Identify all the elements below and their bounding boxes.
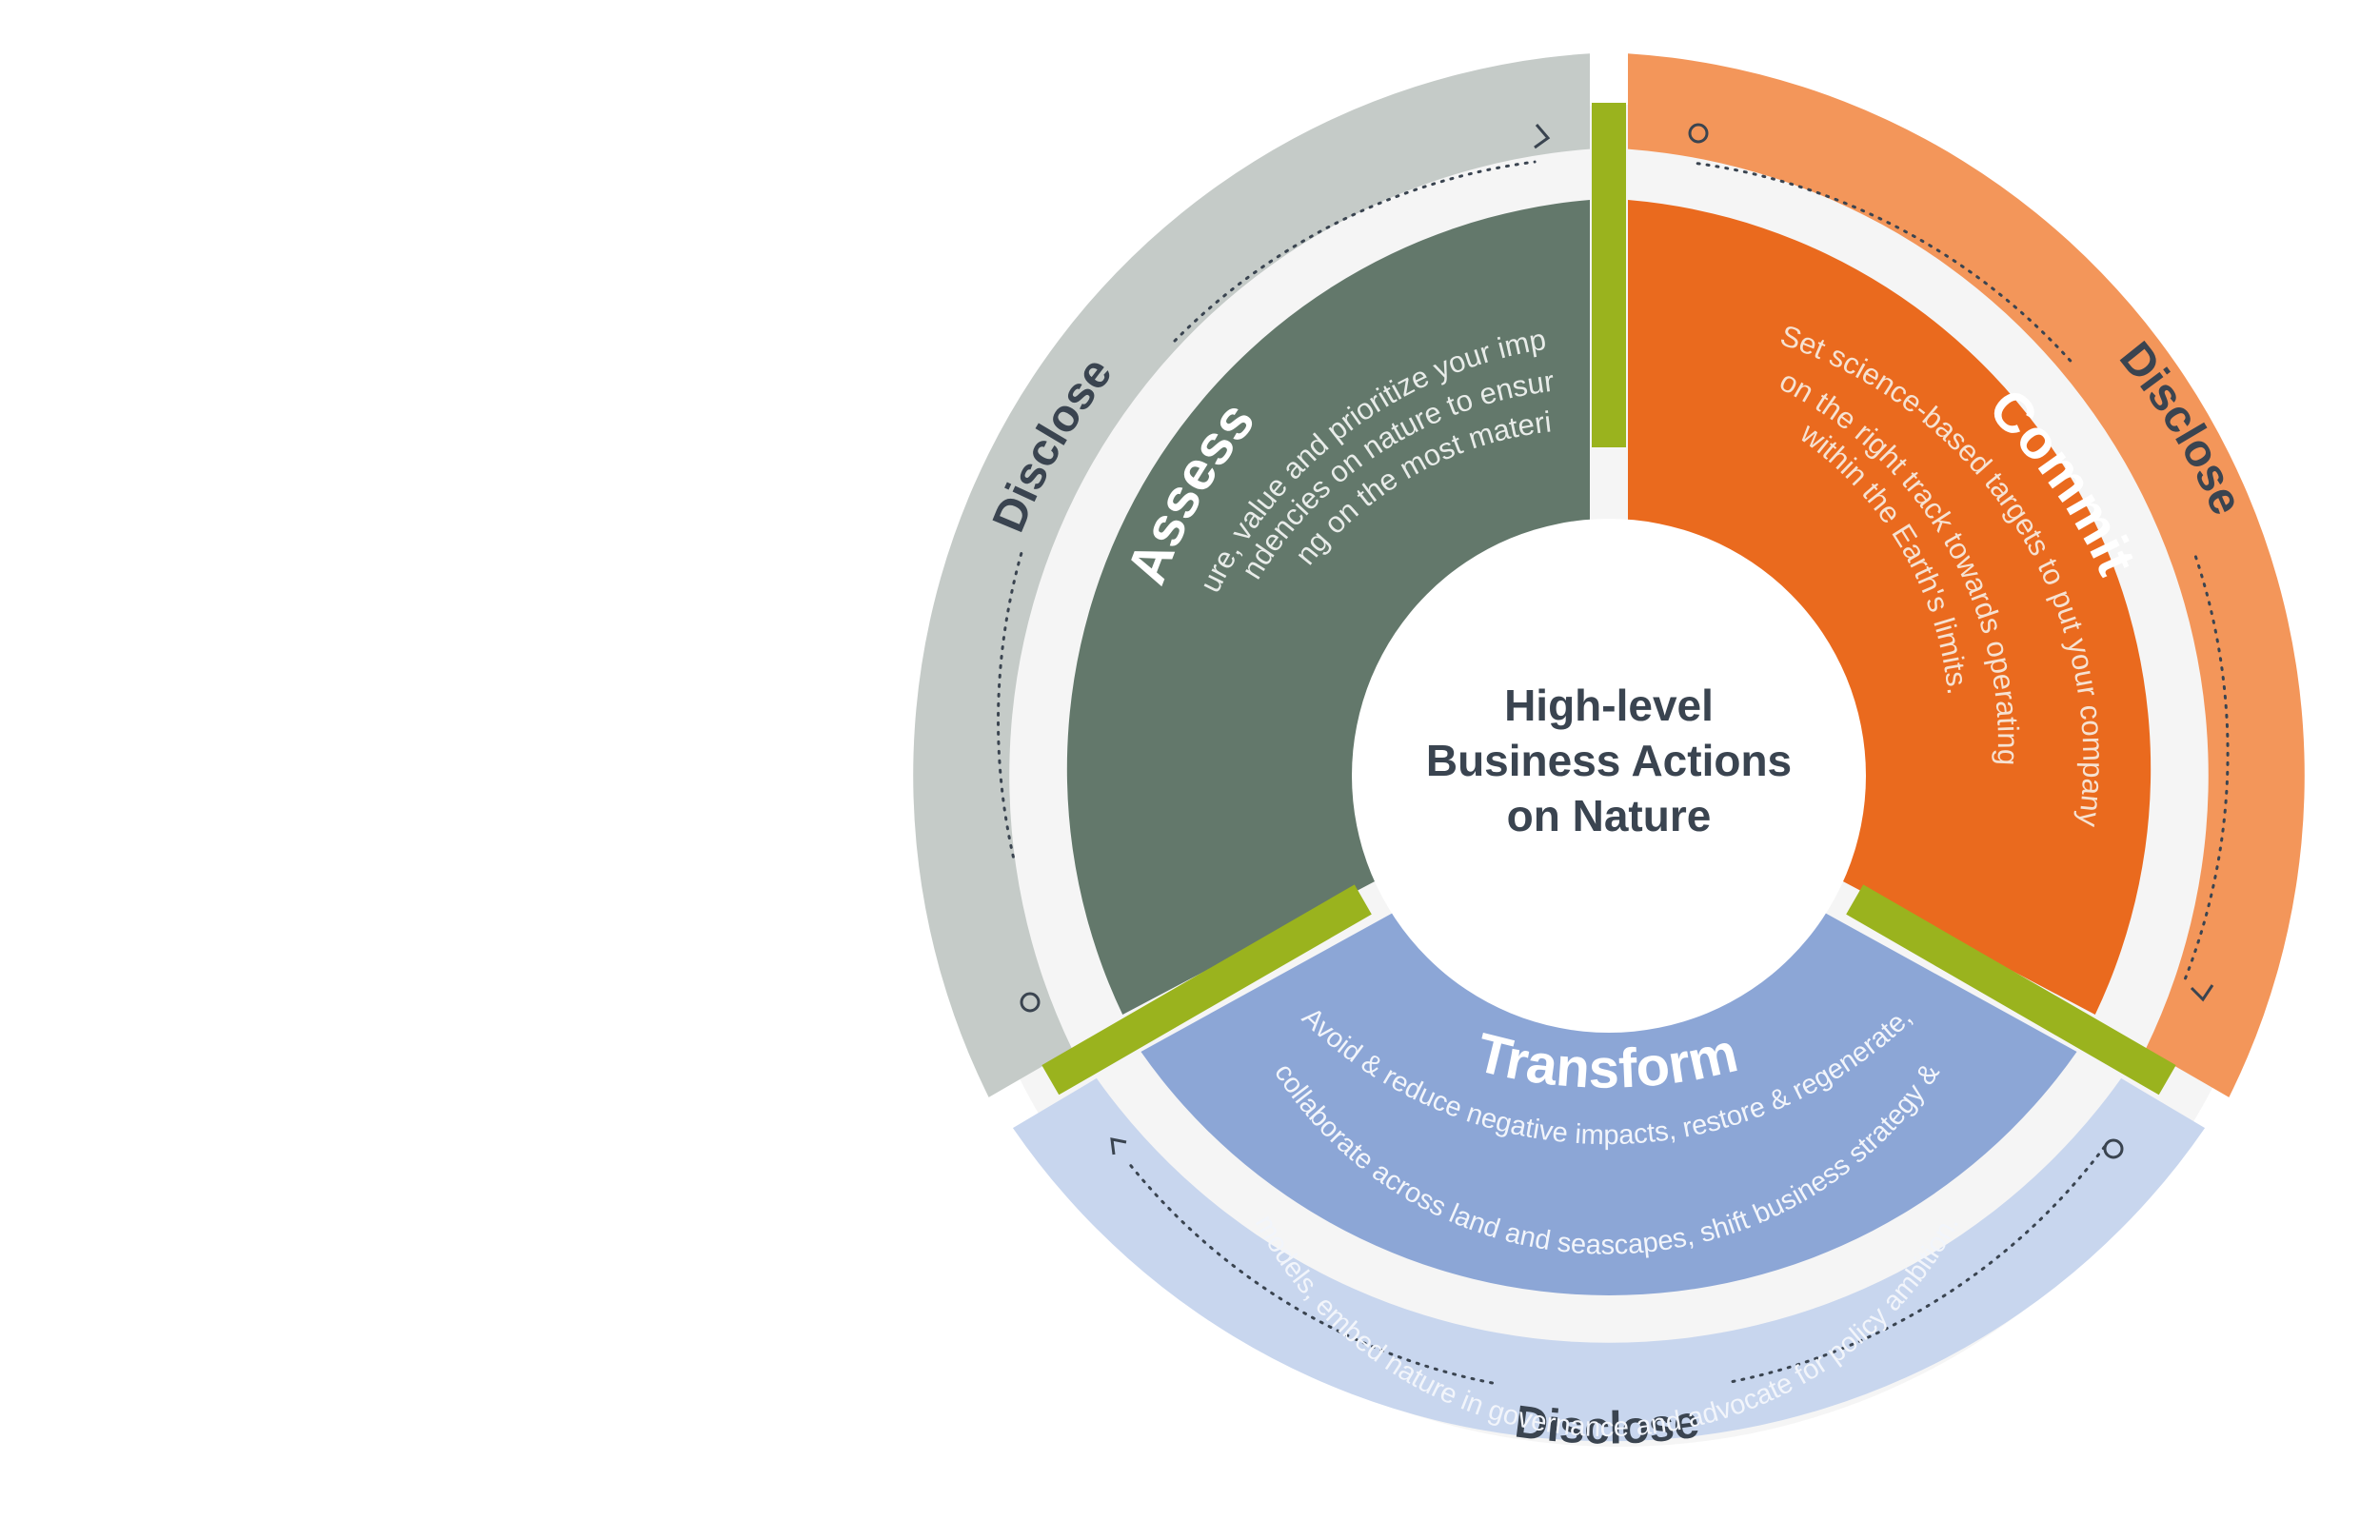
- transform-outer-ring: [1012, 1077, 2206, 1442]
- assess-inner-ring: [1066, 200, 1590, 1015]
- transform-start-circle: [2103, 1138, 2124, 1159]
- commit-start-circle: [1688, 123, 1709, 144]
- commit-inner-ring: [1628, 200, 2152, 1015]
- assess-start-circle: [1020, 992, 1041, 1013]
- commit-arrow-head: [2190, 984, 2214, 1002]
- transform-inner-ring: [1140, 909, 2077, 1295]
- disclose-arrows: [997, 160, 2230, 1385]
- arrow-markers: [1020, 123, 2214, 1159]
- assess-outer-ring: [913, 53, 1590, 1097]
- center-label: High-level Business Actions on Nature: [1426, 681, 1792, 840]
- center-line-3: on Nature: [1507, 791, 1712, 840]
- transform-arrow-right: [1723, 1145, 2106, 1385]
- divider-top: [1592, 103, 1626, 447]
- commit-arrow-top: [1696, 162, 2073, 364]
- assess-arrow-side: [997, 549, 1024, 859]
- center-hub: [1352, 519, 1866, 1033]
- commit-outer-ring: [1628, 53, 2305, 1097]
- divider-left: [1041, 884, 1372, 1096]
- assess-arrow-head: [1534, 124, 1551, 149]
- center-line-2: Business Actions: [1426, 736, 1792, 785]
- commit-arrow-side: [2182, 555, 2230, 984]
- assess-arrow-top: [1173, 160, 1537, 343]
- center-line-1: High-level: [1504, 681, 1714, 730]
- transform-disclose-label: Disclose: [1512, 1396, 1702, 1453]
- divider-right: [1846, 884, 2176, 1096]
- transform-arrow-head: [1110, 1137, 1127, 1155]
- transform-arrow-left: [1126, 1160, 1495, 1385]
